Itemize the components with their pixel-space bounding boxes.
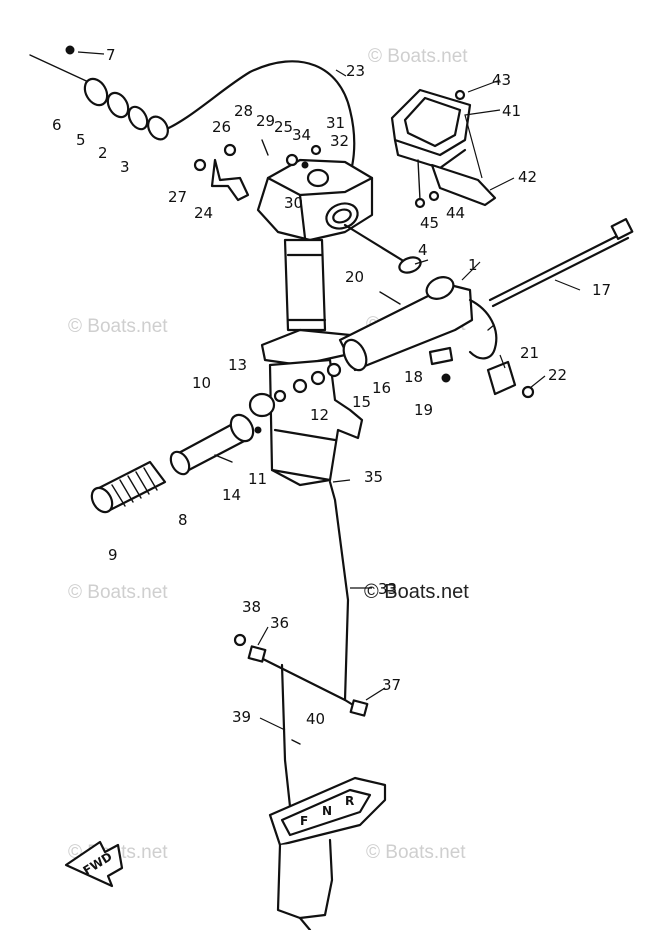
lower-cable [343,223,412,267]
callout-40: 40 [306,710,325,728]
block-21 [486,360,517,396]
callout-12: 12 [310,406,329,424]
tiller-handle [338,276,498,372]
callout-4: 4 [418,241,428,259]
callout-24: 24 [194,204,213,222]
shift-letter-f: F [300,814,308,828]
callout-32: 32 [330,132,349,150]
callout-19: 19 [414,401,433,419]
steering-column [260,238,352,367]
callout-17: 17 [592,281,611,299]
callout-29: 29 [256,112,275,130]
callout-5: 5 [76,131,86,149]
callouts: 1 2 3 4 5 6 7 8 9 10 11 12 13 14 15 16 1… [52,46,611,728]
callout-36: 36 [270,614,289,632]
throttle-grip-assembly [90,392,276,514]
nut-7-icon [65,45,75,55]
callout-43: 43 [492,71,511,89]
callout-37: 37 [382,676,401,694]
clip-18 [428,346,454,366]
watermark-mid-left: © Boats.net [68,316,168,337]
callout-34: 34 [292,126,311,144]
callout-44: 44 [446,204,465,222]
callout-9: 9 [108,546,118,564]
small-hardware [193,139,535,463]
watermark-top-right: © Boats.net [368,46,468,67]
callout-38: 38 [242,598,261,616]
callout-2: 2 [98,144,108,162]
callout-21: 21 [520,344,539,362]
shift-letter-n: N [322,804,332,818]
throttle-cable [158,60,356,197]
watermark-lower-right: © Boats.net [364,581,469,603]
callout-16: 16 [372,379,391,397]
callout-30: 30 [284,194,303,212]
callout-6: 6 [52,116,62,134]
callout-23: 23 [346,62,365,80]
callout-41: 41 [502,102,521,120]
callout-27: 27 [168,188,187,206]
callout-7: 7 [106,46,116,64]
stop-rod [488,218,634,308]
cable-end-assembly [65,45,169,141]
steering-bracket [256,158,374,242]
callout-22: 22 [548,366,567,384]
shift-linkage [233,480,369,827]
callout-14: 14 [222,486,241,504]
grommet-4 [398,256,422,274]
watermark-bottom-right: © Boats.net [366,842,466,863]
collar-10 [248,392,276,418]
callout-15: 15 [352,393,371,411]
callout-35: 35 [364,468,383,486]
callout-25: 25 [274,118,293,136]
callout-42: 42 [518,168,537,186]
callout-28: 28 [234,102,253,120]
lower-unit: F N R [268,776,387,930]
callout-20: 20 [345,268,364,286]
callout-11: 11 [248,470,267,488]
cover-assembly [390,88,497,209]
callout-45: 45 [420,214,439,232]
leader-lines [77,51,581,731]
callout-8: 8 [178,511,188,529]
lower-housing [268,358,364,487]
fwd-arrow-icon: FWD [64,840,124,888]
callout-26: 26 [212,118,231,136]
callout-13: 13 [228,356,247,374]
callout-1: 1 [468,256,478,274]
callout-33: 33 [378,580,397,598]
callout-39: 39 [232,708,251,726]
callout-31: 31 [326,114,345,132]
cable-end-wire [29,54,96,86]
shift-letter-r: R [345,794,354,808]
watermark-lower-left: © Boats.net [68,582,168,603]
callout-18: 18 [404,368,423,386]
bracket-24 [210,158,250,202]
callout-10: 10 [192,374,211,392]
callout-3: 3 [120,158,130,176]
